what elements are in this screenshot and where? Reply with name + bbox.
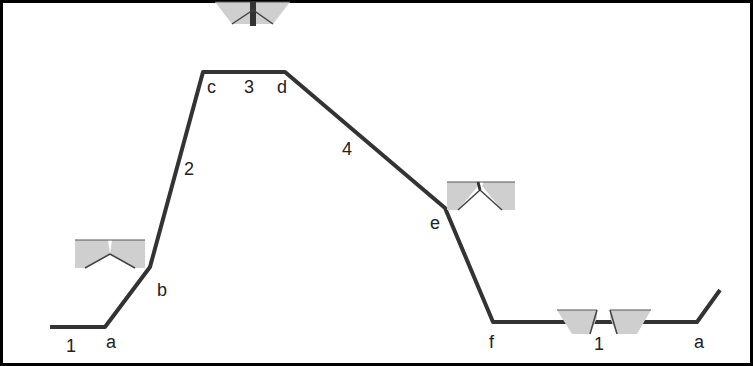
channel-icon	[215, 2, 290, 26]
channel-icon	[75, 240, 145, 268]
point-label: 4	[342, 140, 352, 158]
point-label: f	[489, 333, 494, 351]
point-label: b	[157, 281, 167, 299]
point-label: 3	[244, 78, 254, 96]
point-label: e	[430, 214, 440, 232]
channel-icon	[447, 182, 515, 210]
trace-line	[50, 72, 720, 327]
point-label: 1	[66, 337, 76, 355]
point-label: c	[207, 78, 216, 96]
point-label: a	[106, 333, 116, 351]
point-label: a	[694, 333, 704, 351]
point-label: 1	[594, 335, 604, 353]
point-label: 2	[184, 160, 194, 178]
channel-icon	[557, 310, 651, 334]
point-label: d	[277, 78, 287, 96]
